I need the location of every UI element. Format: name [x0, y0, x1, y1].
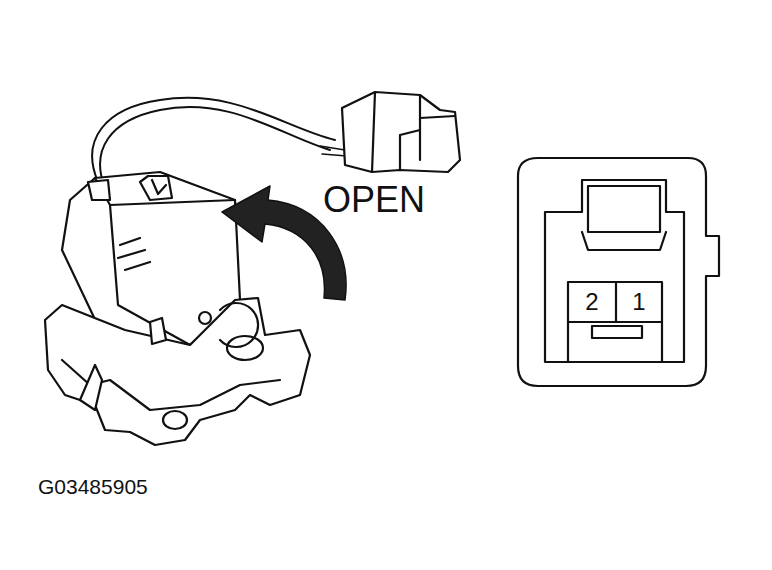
- figure-code: G03485905: [38, 476, 148, 497]
- pin-number: 1: [632, 290, 645, 314]
- motion-label: OPEN: [323, 182, 425, 218]
- pin-number: 2: [585, 290, 598, 314]
